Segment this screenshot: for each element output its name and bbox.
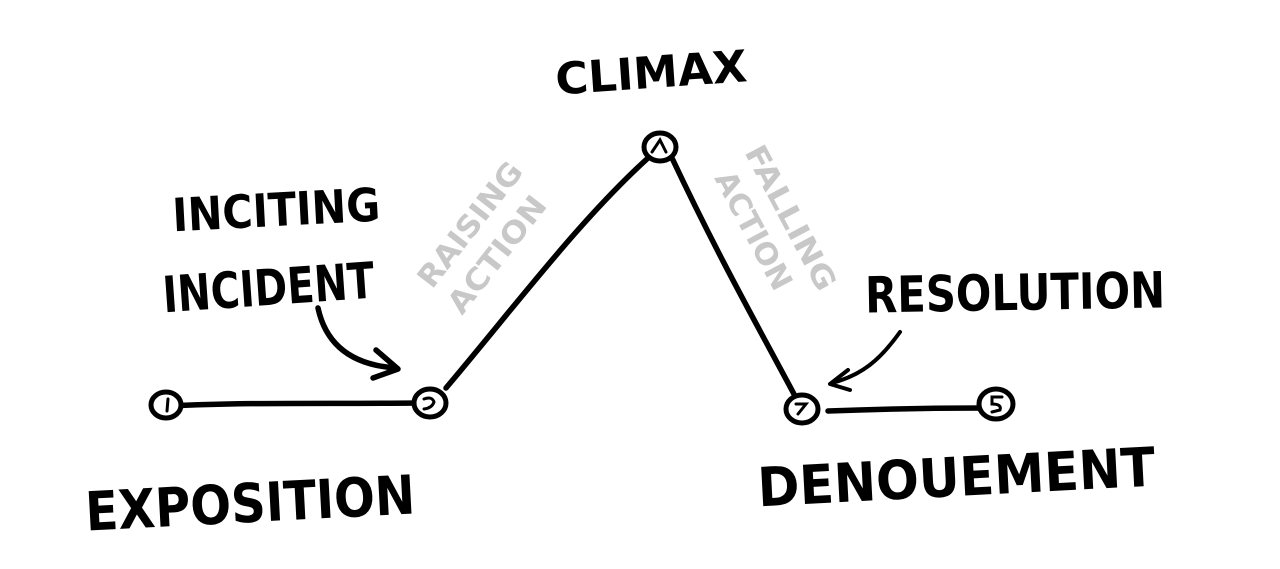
- exposition-node: [148, 389, 184, 421]
- climax-node: [641, 130, 679, 164]
- inciting-incident-node: [411, 386, 449, 420]
- inciting-incident-arrow: [315, 305, 401, 381]
- denouement-line: [825, 405, 985, 414]
- inciting-label-line1: INCITING: [171, 178, 382, 243]
- denouement-node: [976, 386, 1016, 422]
- exposition-label: EXPOSITION: [84, 463, 417, 543]
- falling-action-line: [669, 155, 798, 399]
- exposition-line: [167, 400, 419, 409]
- raising-action-line: [443, 155, 651, 391]
- resolution-label: RESOLUTION: [865, 261, 1166, 324]
- denouement-label: DENOUEMENT: [756, 436, 1157, 520]
- resolution-node: [783, 392, 821, 426]
- inciting-label-line2: INCIDENT: [161, 252, 377, 325]
- climax-label: CLIMAX: [554, 41, 749, 105]
- resolution-arrow: [828, 330, 902, 392]
